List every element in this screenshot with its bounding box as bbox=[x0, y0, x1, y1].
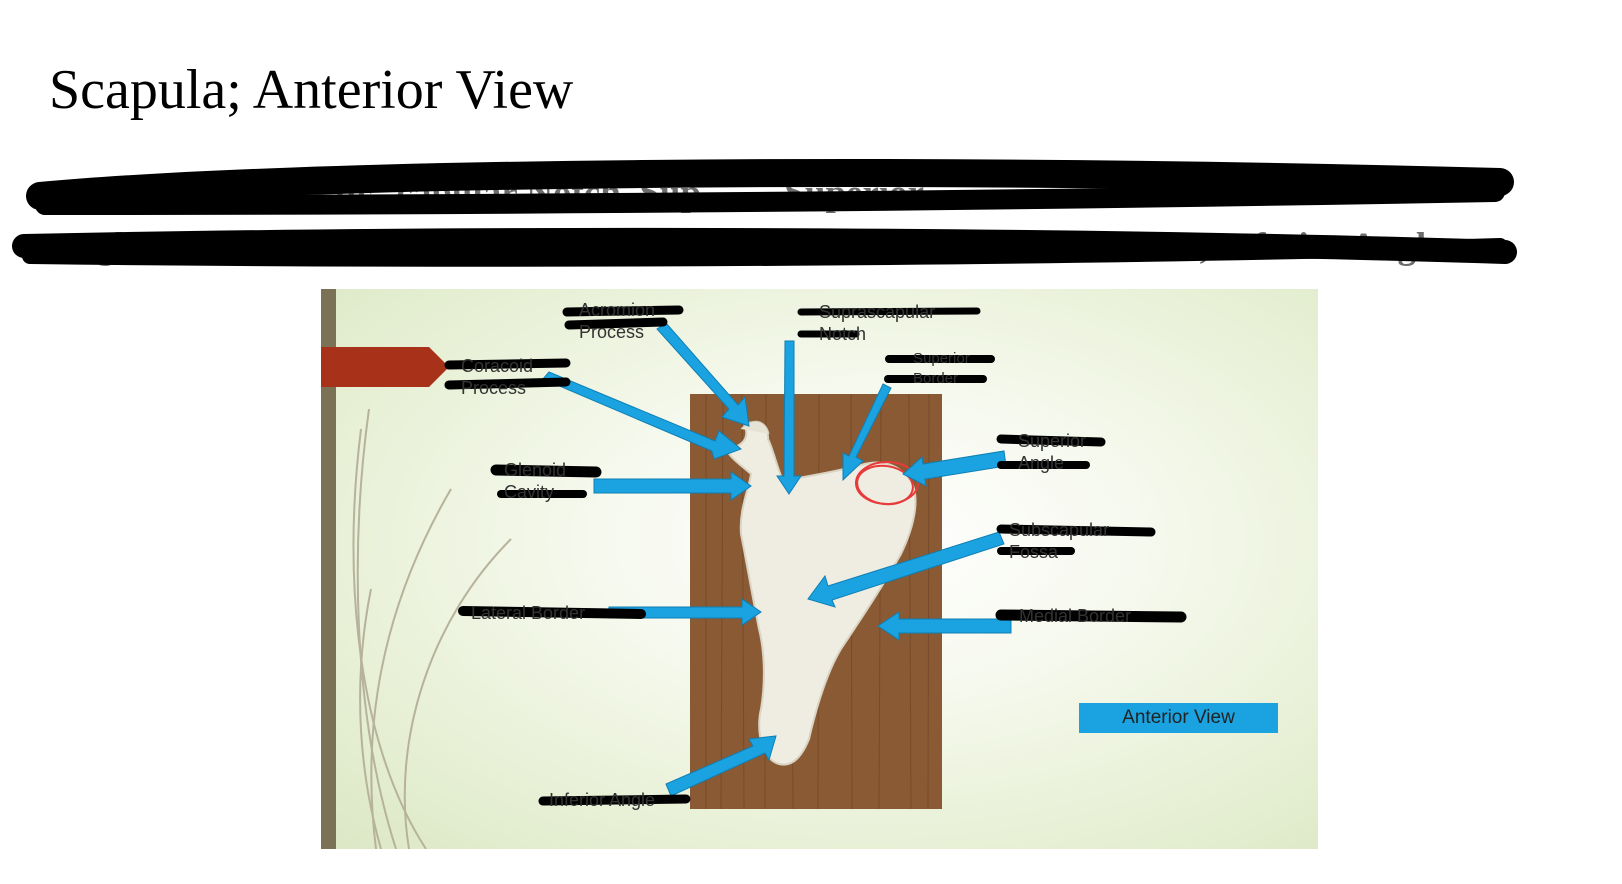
arrow-subscapular-fossa bbox=[807, 531, 1005, 608]
label-lateral-border: Lateral Border bbox=[471, 603, 586, 623]
slide-side-bar bbox=[321, 289, 336, 849]
page-title: Scapula; Anterior View bbox=[49, 59, 574, 121]
arrow-medial-border bbox=[877, 611, 1012, 641]
arrow-glenoid bbox=[593, 471, 752, 501]
arrow-acromion bbox=[656, 322, 750, 427]
label-superior-border: Superior Border bbox=[913, 350, 970, 387]
label-glenoid-cavity: Glenoid Cavity bbox=[504, 460, 567, 502]
label-acromion-process: Acromion Process bbox=[579, 300, 656, 342]
arrow-superior-border bbox=[842, 383, 892, 482]
label-inferior-angle: Inferior Angle bbox=[549, 790, 656, 810]
accent-tab bbox=[321, 347, 449, 387]
arrow-suprascapular-notch bbox=[776, 340, 802, 495]
grass-decoration bbox=[352, 408, 512, 849]
label-suprascapular-notch: Suprascapular Notch bbox=[819, 302, 936, 344]
arrow-group bbox=[542, 322, 1012, 797]
slide-image: Acromion Process Coracoid Process Glenoi… bbox=[321, 289, 1318, 849]
superior-angle-highlight bbox=[855, 461, 919, 506]
label-superior-angle: Superior Angle bbox=[1018, 431, 1087, 473]
label-medial-border: Medial Border bbox=[1019, 606, 1132, 626]
anterior-view-badge: Anterior View bbox=[1079, 703, 1278, 733]
label-subscapular-fossa: Subscapular Fossa bbox=[1009, 520, 1110, 562]
arrow-inferior-angle bbox=[665, 735, 777, 797]
arrow-coracoid bbox=[542, 371, 742, 460]
label-scribbles bbox=[444, 305, 1187, 806]
arrow-superior-angle bbox=[902, 450, 1007, 487]
label-coracoid-process: Coracoid Process bbox=[461, 356, 534, 398]
